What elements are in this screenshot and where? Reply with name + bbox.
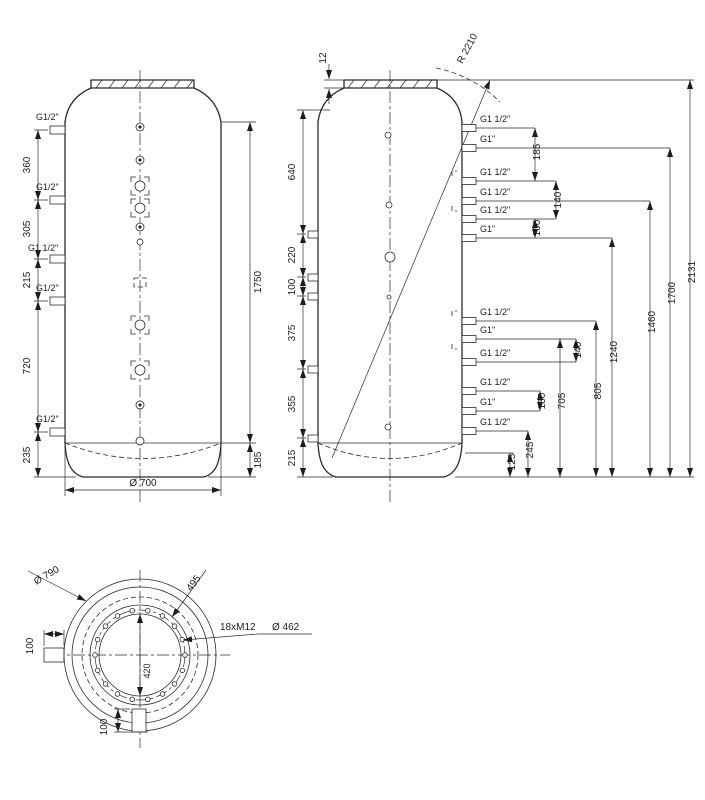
front-port-label-4: G1/2" (36, 414, 59, 424)
side-dim-left-1: 220 (287, 246, 298, 263)
side-dim-left-4: 355 (287, 395, 298, 412)
front-port-label-1: G1/2" (36, 182, 59, 192)
side-dim-right-9: 705 (557, 392, 568, 409)
side-port-label-3: G1 1/2" (480, 187, 510, 197)
bottom-drain-port: 100 (99, 708, 148, 735)
front-port-stubs (49, 125, 66, 437)
front-dim-left-1: 305 (22, 220, 33, 237)
front-dim-base: 185 (253, 451, 264, 468)
front-dim-left-3: 720 (22, 357, 33, 374)
side-port-label-0: G1 1/2" (480, 114, 510, 124)
bottom-dim-ref: 495 (185, 573, 204, 593)
side-dim-right-6: 1240 (609, 340, 620, 363)
side-port-label-6: G1 1/2" (480, 307, 510, 317)
side-port-label-4: G1 1/2" (480, 205, 510, 215)
side-port-label-10: G1" (480, 397, 495, 407)
bottom-dim-side-port: 100 (25, 637, 36, 654)
bottom-dim-bolt-circle: Ø 462 (272, 622, 300, 633)
side-view: R 2210 12 (287, 32, 698, 504)
bottom-view: 100 100 Ø 790 495 18xM12 Ø 462 420 (25, 564, 312, 748)
side-left-port-stubs (307, 230, 319, 443)
side-right-dimensions: 185 140 100 2131 1700 1460 1240 140 805 … (437, 79, 698, 478)
front-port-label-0: G1/2" (36, 112, 59, 122)
front-dim-left-0: 360 (22, 156, 33, 173)
side-port-label-5: G1" (480, 224, 495, 234)
side-left-dimension-chain: 640 220 100 375 355 215 (287, 109, 333, 478)
side-dim-right-3: 2131 (687, 260, 698, 283)
bottom-side-port: 100 (25, 630, 65, 663)
side-port-labels: G1 1/2" G1" G1 1/2" G1 1/2" G1 1/2" G1" … (480, 114, 510, 427)
front-port-labels: G1/2" G1/2" G1 1/2" G1/2" G1/2" (28, 112, 59, 424)
front-height-dimension: 1750 185 (208, 121, 264, 478)
side-dim-right-5: 1460 (647, 310, 658, 333)
side-dim-left-5: 215 (287, 449, 298, 466)
front-diameter-dimension: Ø 700 (64, 447, 222, 496)
side-dim-left-2: 100 (287, 278, 298, 295)
side-lid-dimension: 12 (318, 52, 344, 104)
front-view: G1/2" G1/2" G1 1/2" G1/2" G1/2" 360 305 … (22, 70, 264, 504)
side-fittings (384, 131, 396, 431)
side-port-label-8: G1 1/2" (480, 348, 510, 358)
side-dim-right-11: 245 (525, 441, 536, 458)
side-dim-left-0: 640 (287, 163, 298, 180)
front-port-label-3: G1/2" (36, 283, 59, 293)
side-dim-right-4: 1700 (667, 281, 678, 304)
bottom-dim-inner: 420 (142, 663, 152, 678)
side-dim-right-1: 140 (553, 191, 564, 208)
front-dim-left-4: 235 (22, 446, 33, 463)
front-port-label-2: G1 1/2" (28, 243, 58, 253)
front-lid-hatch (95, 79, 194, 89)
bottom-dim-outer-diameter: Ø 790 (32, 564, 61, 587)
side-dim-right-0: 185 (532, 143, 543, 160)
side-dim-right-10: 130 (537, 392, 548, 409)
side-dim-right-8: 805 (593, 382, 604, 399)
side-dim-left-3: 375 (287, 324, 298, 341)
side-dim-right-7: 140 (573, 341, 584, 358)
side-lid-hatch (347, 79, 433, 89)
bottom-leaders: Ø 790 495 18xM12 Ø 462 420 (27, 564, 312, 696)
front-fittings (130, 122, 150, 446)
side-dim-lid: 12 (318, 52, 329, 64)
side-port-label-11: G1 1/2" (480, 417, 510, 427)
front-dim-left-2: 215 (22, 271, 33, 288)
front-left-dimension-chain: 360 305 215 720 235 (22, 129, 76, 478)
bottom-bolt-spec: 18xM12 (220, 622, 256, 633)
side-dim-right-12: 125 (507, 453, 518, 470)
side-port-label-9: G1 1/2" (480, 377, 510, 387)
side-port-label-1: G1" (480, 134, 495, 144)
side-dim-radius: R 2210 (455, 32, 480, 66)
side-port-label-7: G1" (480, 325, 495, 335)
side-port-label-2: G1 1/2" (480, 167, 510, 177)
side-mount-brackets (451, 170, 457, 350)
front-dim-diameter: Ø 700 (129, 478, 157, 489)
front-dim-height: 1750 (253, 270, 264, 293)
front-tank-outline (64, 79, 222, 478)
bottom-dim-bottom-port: 100 (99, 718, 110, 735)
side-right-port-stubs (451, 124, 477, 435)
side-dim-right-2: 100 (532, 219, 543, 236)
front-hidden-bottom-dome (64, 442, 222, 459)
